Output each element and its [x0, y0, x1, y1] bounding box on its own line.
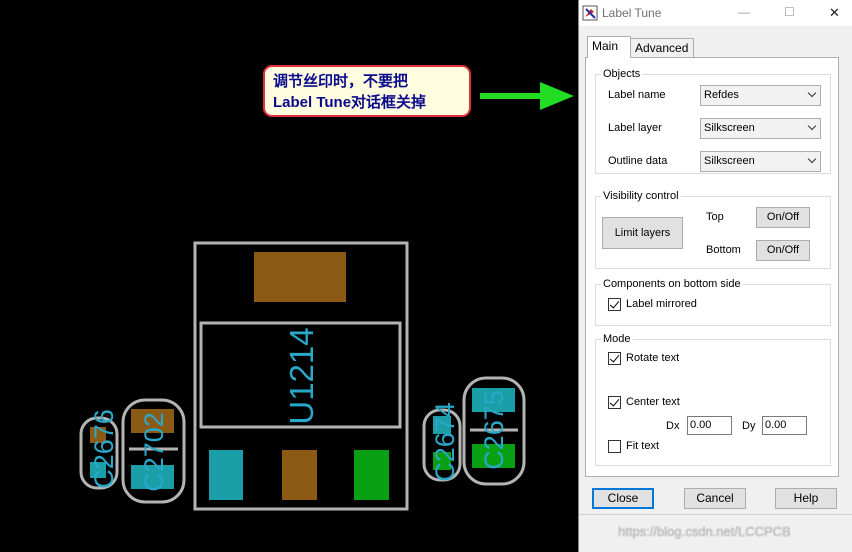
help-button[interactable]: Help	[775, 488, 837, 509]
label-mirrored-checkbox[interactable]	[608, 298, 621, 311]
label-name-select[interactable]: Refdes	[700, 85, 821, 106]
ic-outline	[193, 241, 409, 511]
visibility-group-title: Visibility control	[601, 189, 681, 203]
cap-left-outer-outline	[79, 416, 119, 490]
close-window-button[interactable]: ✕	[829, 5, 840, 20]
callout-line-2: Label Tune对话框关掉	[273, 94, 427, 111]
dx-input[interactable]: 0.00	[687, 416, 732, 435]
label-name-label: Label name	[608, 89, 666, 101]
ic-body-outline	[199, 321, 402, 429]
objects-group: Objects Label name Refdes Label layer Si…	[595, 67, 831, 174]
main-tab-panel: Objects Label name Refdes Label layer Si…	[585, 57, 839, 477]
ic-pad-middle	[282, 450, 317, 500]
fit-text-label: Fit text	[626, 440, 660, 452]
rotate-text-checkbox[interactable]	[608, 352, 621, 365]
cancel-button[interactable]: Cancel	[684, 488, 746, 509]
cap-right-outer[interactable]: C2675	[462, 376, 526, 486]
cap-left-outer-pad-top	[90, 427, 106, 443]
dy-input[interactable]: 0.00	[762, 416, 807, 435]
ic-pad-left	[209, 450, 243, 500]
cap-right-inner-outline	[422, 408, 462, 482]
cap-left-outer-label[interactable]: C2676	[89, 409, 119, 489]
close-button[interactable]: Close	[592, 488, 654, 509]
tab-advanced[interactable]: Advanced	[630, 38, 694, 58]
limit-layers-button[interactable]: Limit layers	[602, 217, 683, 249]
cap-right-inner[interactable]: C2674	[422, 402, 462, 482]
ic-pad-right	[354, 450, 389, 500]
cap-left-inner-label[interactable]: C2702	[139, 412, 169, 492]
watermark-text: https://blog.csdn.net/LCCPCB	[618, 524, 791, 539]
visibility-group: Visibility control Limit layers Top On/O…	[595, 189, 831, 269]
minimize-button[interactable]: —	[738, 5, 750, 19]
cap-right-inner-label[interactable]: C2674	[430, 402, 460, 482]
cap-left-inner-outline	[121, 398, 186, 504]
fit-text-checkbox[interactable]	[608, 440, 621, 453]
maximize-button[interactable]: ☐	[784, 5, 795, 19]
label-mirrored-label: Label mirrored	[626, 298, 697, 310]
bottom-side-group-title: Components on bottom side	[601, 277, 743, 291]
dialog-titlebar[interactable]: Label Tune — ☐ ✕	[579, 0, 852, 26]
center-text-checkbox[interactable]	[608, 396, 621, 409]
chevron-down-icon	[807, 154, 817, 164]
dx-label: Dx	[666, 420, 680, 432]
cap-left-outer-pad-bottom	[90, 462, 106, 478]
label-layer-value: Silkscreen	[704, 122, 755, 134]
bottom-side-group: Components on bottom side Label mirrored	[595, 277, 831, 326]
label-layer-select[interactable]: Silkscreen	[700, 118, 821, 139]
cap-right-inner-pad-top	[433, 416, 451, 434]
cap-left-inner-pad-top	[131, 409, 174, 433]
label-tune-dialog: Label Tune — ☐ ✕ Main Advanced Objects L…	[578, 0, 852, 552]
ic-refdes-label[interactable]: U1214	[283, 327, 320, 424]
cap-right-outer-pad-top	[472, 388, 515, 412]
status-separator	[579, 514, 852, 515]
tab-main[interactable]: Main	[587, 36, 631, 58]
cap-right-inner-pad-bottom	[433, 452, 451, 470]
bottom-label: Bottom	[706, 244, 741, 256]
mode-group-title: Mode	[601, 332, 633, 346]
app-icon	[582, 5, 598, 21]
dy-label: Dy	[742, 420, 756, 432]
chevron-down-icon	[807, 88, 817, 98]
bottom-onoff-button[interactable]: On/Off	[756, 240, 810, 261]
cap-left-outer[interactable]: C2676	[79, 409, 119, 490]
mode-group: Mode Rotate text Center text Dx 0.00 Dy …	[595, 332, 831, 466]
dialog-title: Label Tune	[602, 6, 662, 20]
objects-group-title: Objects	[601, 67, 643, 81]
center-text-label: Center text	[626, 396, 680, 408]
top-onoff-button[interactable]: On/Off	[756, 207, 810, 228]
chevron-down-icon	[807, 121, 817, 131]
cap-left-inner[interactable]: C2702	[121, 398, 186, 504]
cap-left-inner-pad-bottom	[131, 465, 174, 489]
ic-u1214[interactable]: U1214	[193, 241, 409, 511]
pointer-arrow-icon	[480, 82, 574, 110]
cap-right-outer-pad-bottom	[472, 444, 515, 468]
top-label: Top	[706, 211, 724, 223]
rotate-text-label: Rotate text	[626, 352, 680, 364]
cap-right-outer-label[interactable]: C2675	[479, 390, 509, 470]
outline-data-label: Outline data	[608, 155, 668, 167]
cap-right-outer-outline	[462, 376, 526, 486]
label-layer-label: Label layer	[608, 122, 662, 134]
tab-strip: Main Advanced	[585, 36, 839, 58]
ic-top-pad	[254, 252, 346, 302]
outline-data-select[interactable]: Silkscreen	[700, 151, 821, 172]
annotation-callout: 调节丝印时，不要把 Label Tune对话框关掉	[263, 65, 471, 117]
label-name-value: Refdes	[704, 89, 739, 101]
callout-line-1: 调节丝印时，不要把	[273, 73, 409, 90]
pcb-canvas[interactable]: U1214 C2676 C2702 C2674 C2675	[0, 0, 578, 552]
outline-data-value: Silkscreen	[704, 155, 755, 167]
